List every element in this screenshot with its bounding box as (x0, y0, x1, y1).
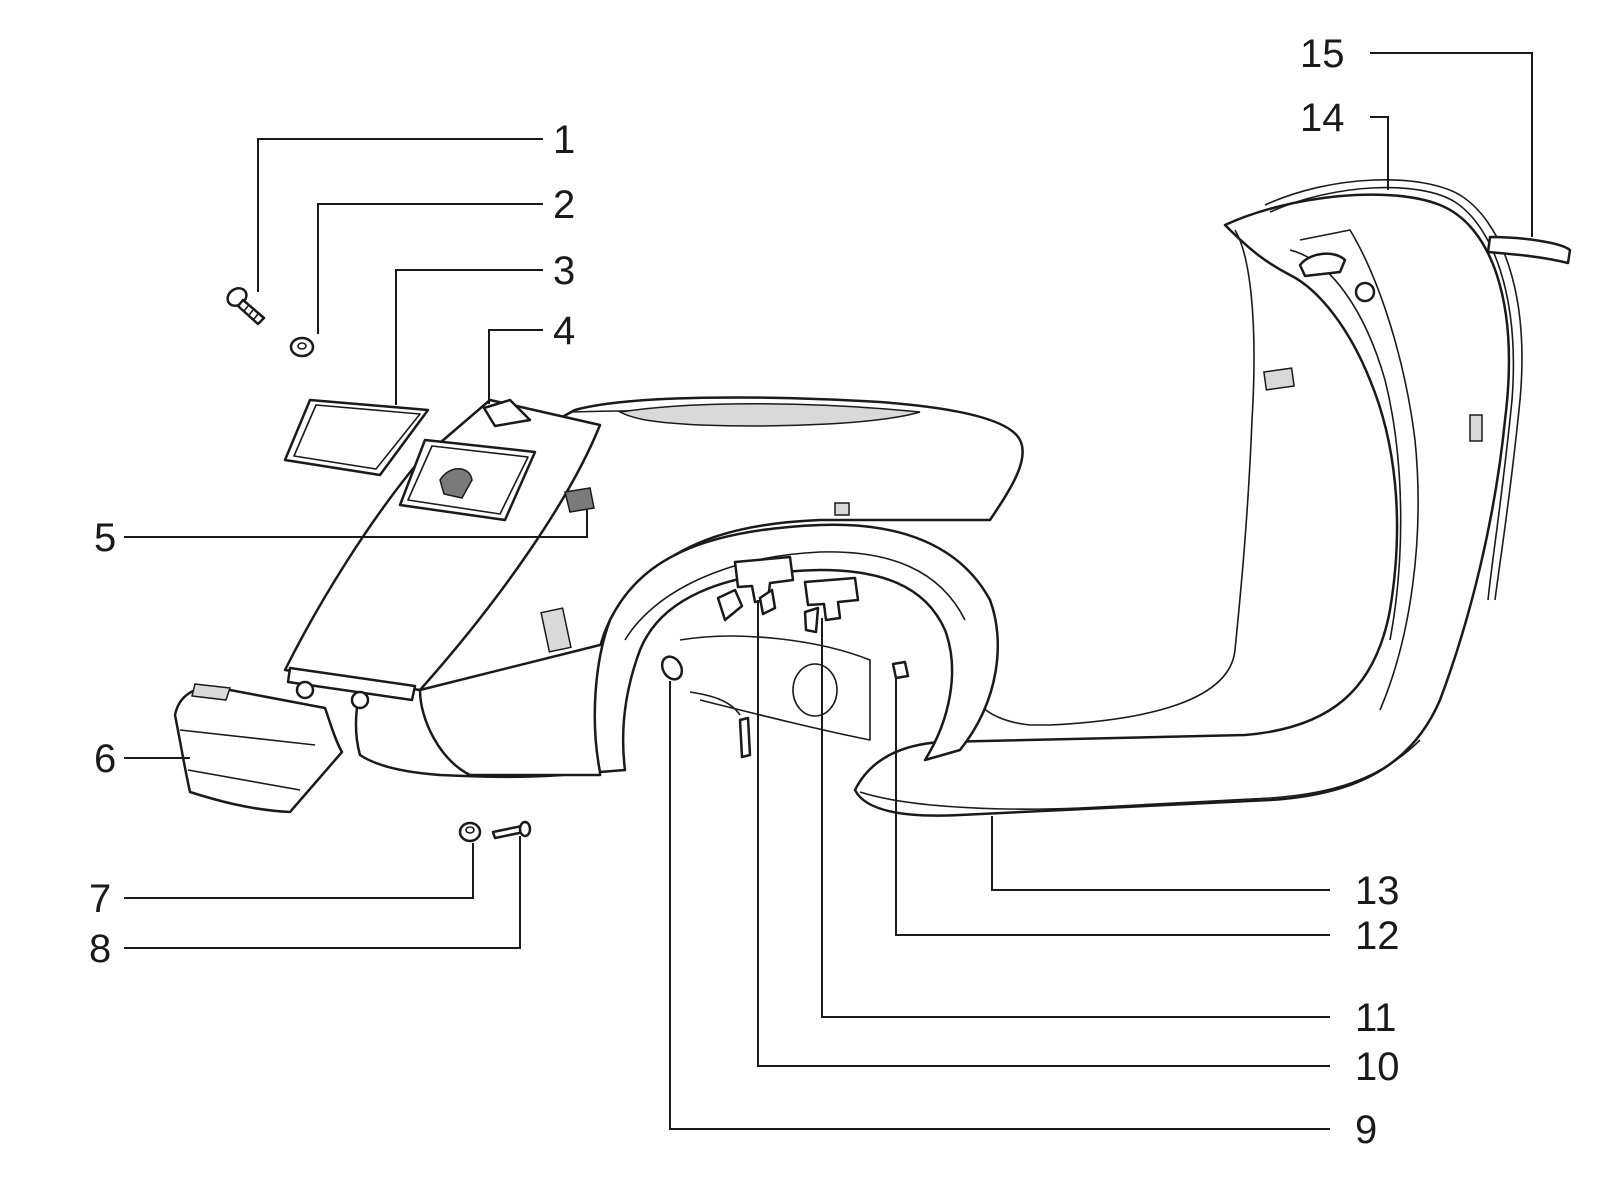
leader-lines (124, 52, 1533, 1130)
callout-14: 14 (1300, 96, 1345, 140)
screw-part (226, 287, 266, 326)
grommet-part (660, 655, 752, 759)
gasket-plate-part (283, 398, 430, 477)
washer-part (289, 336, 315, 358)
spoiler-part (173, 683, 344, 814)
leader-line-1 (257, 138, 543, 292)
leader-line-3 (395, 269, 543, 405)
callout-5: 5 (94, 516, 116, 560)
callout-4: 4 (553, 309, 575, 353)
leader-line-12 (895, 678, 1330, 936)
callout-10: 10 (1355, 1045, 1400, 1089)
callout-6: 6 (94, 737, 116, 781)
leader-line-5 (124, 510, 588, 538)
callout-2: 2 (553, 183, 575, 227)
leader-line-7 (124, 843, 474, 899)
callout-15: 15 (1300, 32, 1345, 76)
leader-line-13 (991, 816, 1330, 891)
body-shell-part (283, 396, 1024, 779)
leader-line-11 (821, 618, 1330, 1018)
callout-7: 7 (89, 877, 111, 921)
small-clip-part (891, 660, 910, 680)
leader-line-8 (124, 836, 521, 949)
leader-line-14 (1370, 116, 1389, 190)
leader-line-2 (317, 203, 543, 334)
callout-labels: 1 2 3 4 5 6 7 8 9 10 11 12 13 14 15 (89, 32, 1400, 1152)
bracket-parts (716, 555, 860, 634)
leader-line-4 (488, 329, 543, 404)
callout-11: 11 (1355, 996, 1397, 1040)
nut-part (458, 821, 482, 843)
leader-line-15 (1370, 52, 1533, 237)
callout-1: 1 (553, 118, 575, 162)
leader-line-9 (669, 681, 1330, 1130)
edge-trim-part (1264, 179, 1523, 601)
callout-12: 12 (1355, 914, 1400, 958)
callout-8: 8 (89, 927, 111, 971)
callout-3: 3 (553, 249, 575, 293)
legshield-frame-part (853, 193, 1511, 817)
callout-9: 9 (1355, 1108, 1377, 1152)
bolt-part (491, 820, 532, 840)
leader-line-10 (757, 600, 1330, 1067)
callout-13: 13 (1355, 869, 1400, 913)
rubber-strip-part (1486, 235, 1572, 265)
